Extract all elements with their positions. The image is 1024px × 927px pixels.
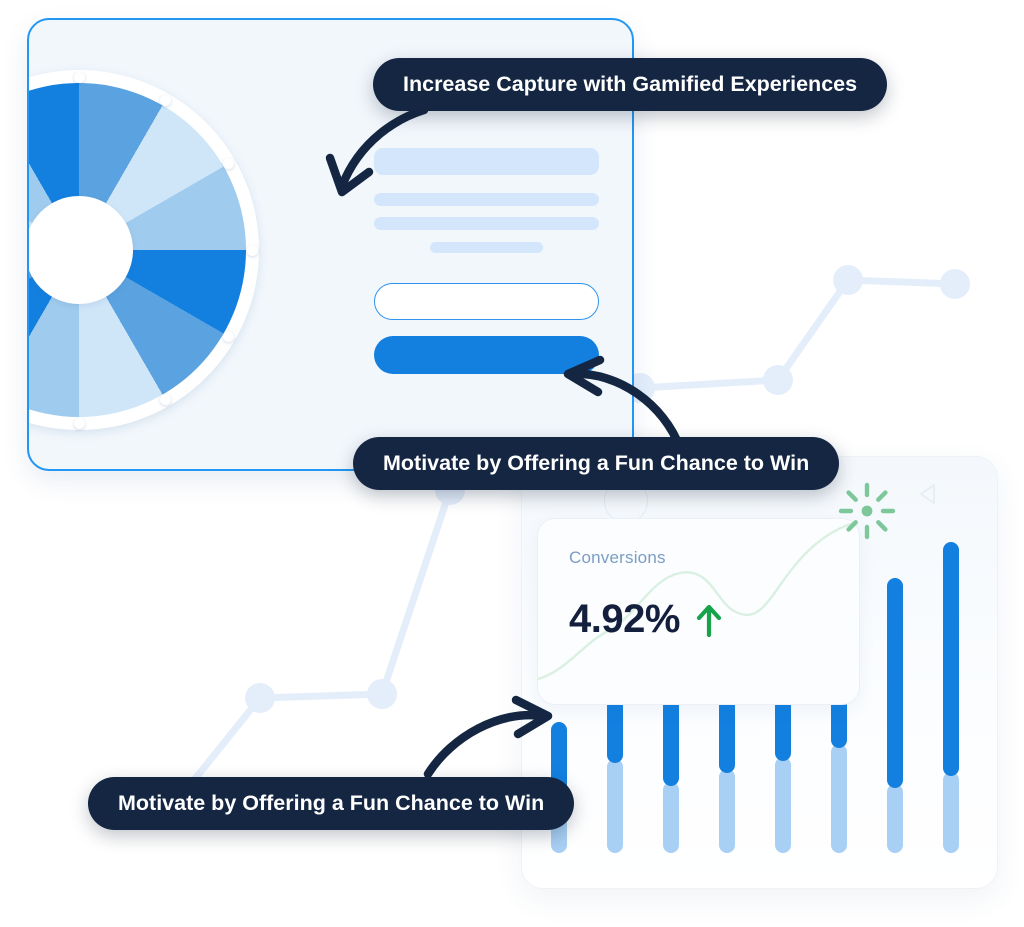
wheel-rim-dot [223,158,235,169]
callout-pill-label: Motivate by Offering a Fun Chance to Win [383,451,810,475]
spin-wheel-card [27,18,634,471]
conversions-sparkline [538,520,859,681]
form-title-placeholder [374,148,599,175]
wheel-rim-dot [223,331,235,342]
callout-pill-motivate-top[interactable]: Motivate by Offering a Fun Chance to Win [353,437,840,490]
sparkle-icon [838,482,896,540]
lead-capture-form [374,148,599,374]
form-text-placeholder-2 [374,217,599,230]
email-field[interactable] [374,283,599,320]
trend-up-arrow-icon [696,604,722,637]
conversions-label: Conversions [569,548,666,567]
wheel-rim-dot [73,71,85,83]
form-text-placeholder-1 [374,193,599,206]
wheel-hub [29,196,133,304]
callout-pill-label: Increase Capture with Gamified Experienc… [403,72,858,96]
wheel-rim-dot [160,94,171,106]
wheel-rim-dot [160,394,171,406]
callout-pill-label: Motivate by Offering a Fun Chance to Win [118,791,545,815]
wheel-rim-dot [73,417,85,429]
background-line-chart-upper-right [625,265,970,403]
wheel-rim-dot [246,244,258,256]
form-text-placeholder-3 [430,242,543,253]
callout-pill-motivate-bottom[interactable]: Motivate by Offering a Fun Chance to Win [88,777,575,830]
play-triangle-icon [920,484,935,504]
conversions-value-row: 4.92% [569,597,724,642]
conversions-stat-card: Conversions 4.92% [537,518,860,705]
conversions-value: 4.92% [569,597,680,641]
callout-pill-increase-capture[interactable]: Increase Capture with Gamified Experienc… [373,58,888,111]
prize-wheel[interactable] [29,70,259,430]
submit-button[interactable] [374,336,599,374]
